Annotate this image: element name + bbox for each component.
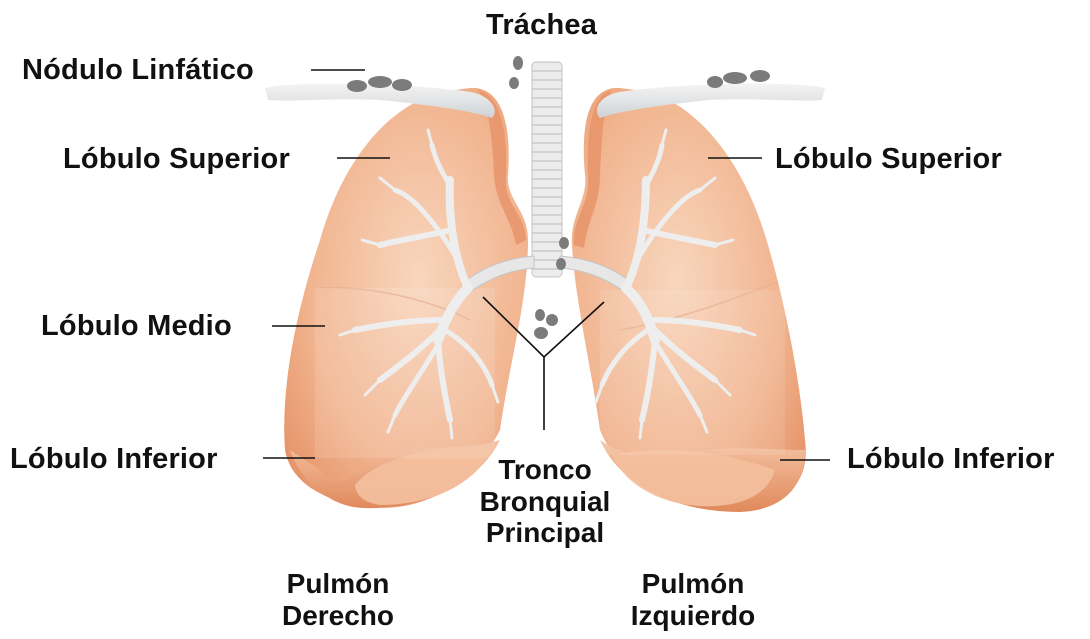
left-lung-label-line: Izquierdo [618,600,768,632]
right-lung-label-line: Derecho [268,600,408,632]
lower-lobe-label-right-side: Lóbulo Inferior [847,445,1055,474]
lymph-node [347,80,367,92]
right-lung-label-line: Pulmón [268,568,408,600]
lymph-node [509,77,519,89]
left-lung-label: Pulmón Izquierdo [618,568,768,631]
lymph-node [534,327,548,339]
main-bronchus-label-line: Bronquial [470,486,620,518]
lymph-node [513,56,523,70]
lymph-node [723,72,747,84]
lymph-node [707,76,723,88]
lymph-node [559,237,569,249]
upper-lobe-label-right-side: Lóbulo Superior [775,145,1002,174]
right-lung-label: Pulmón Derecho [268,568,408,631]
lymph-node [535,309,545,321]
lower-lobe-label-left-side: Lóbulo Inferior [10,445,218,474]
main-bronchus-label-line: Principal [470,517,620,549]
main-bronchus-label-line: Tronco [470,454,620,486]
lymph-node [750,70,770,82]
lymph-node [392,79,412,91]
lymph-node [546,314,558,326]
lymph-node-label: Nódulo Linfático [22,56,254,85]
left-lung-label-line: Pulmón [618,568,768,600]
trachea-label: Tráchea [486,11,597,40]
upper-lobe-label-left-side: Lóbulo Superior [63,145,290,174]
left-lung [572,88,806,512]
lymph-node [368,76,392,88]
middle-lobe-label: Lóbulo Medio [41,312,232,341]
right-lung-middle-lobe-shade [315,288,495,458]
trachea-tube [532,62,562,277]
right-lung [284,88,528,508]
left-lung-lower-lobe-shade [600,290,785,455]
main-bronchus-label: Tronco Bronquial Principal [470,454,620,549]
lymph-node [556,258,566,270]
